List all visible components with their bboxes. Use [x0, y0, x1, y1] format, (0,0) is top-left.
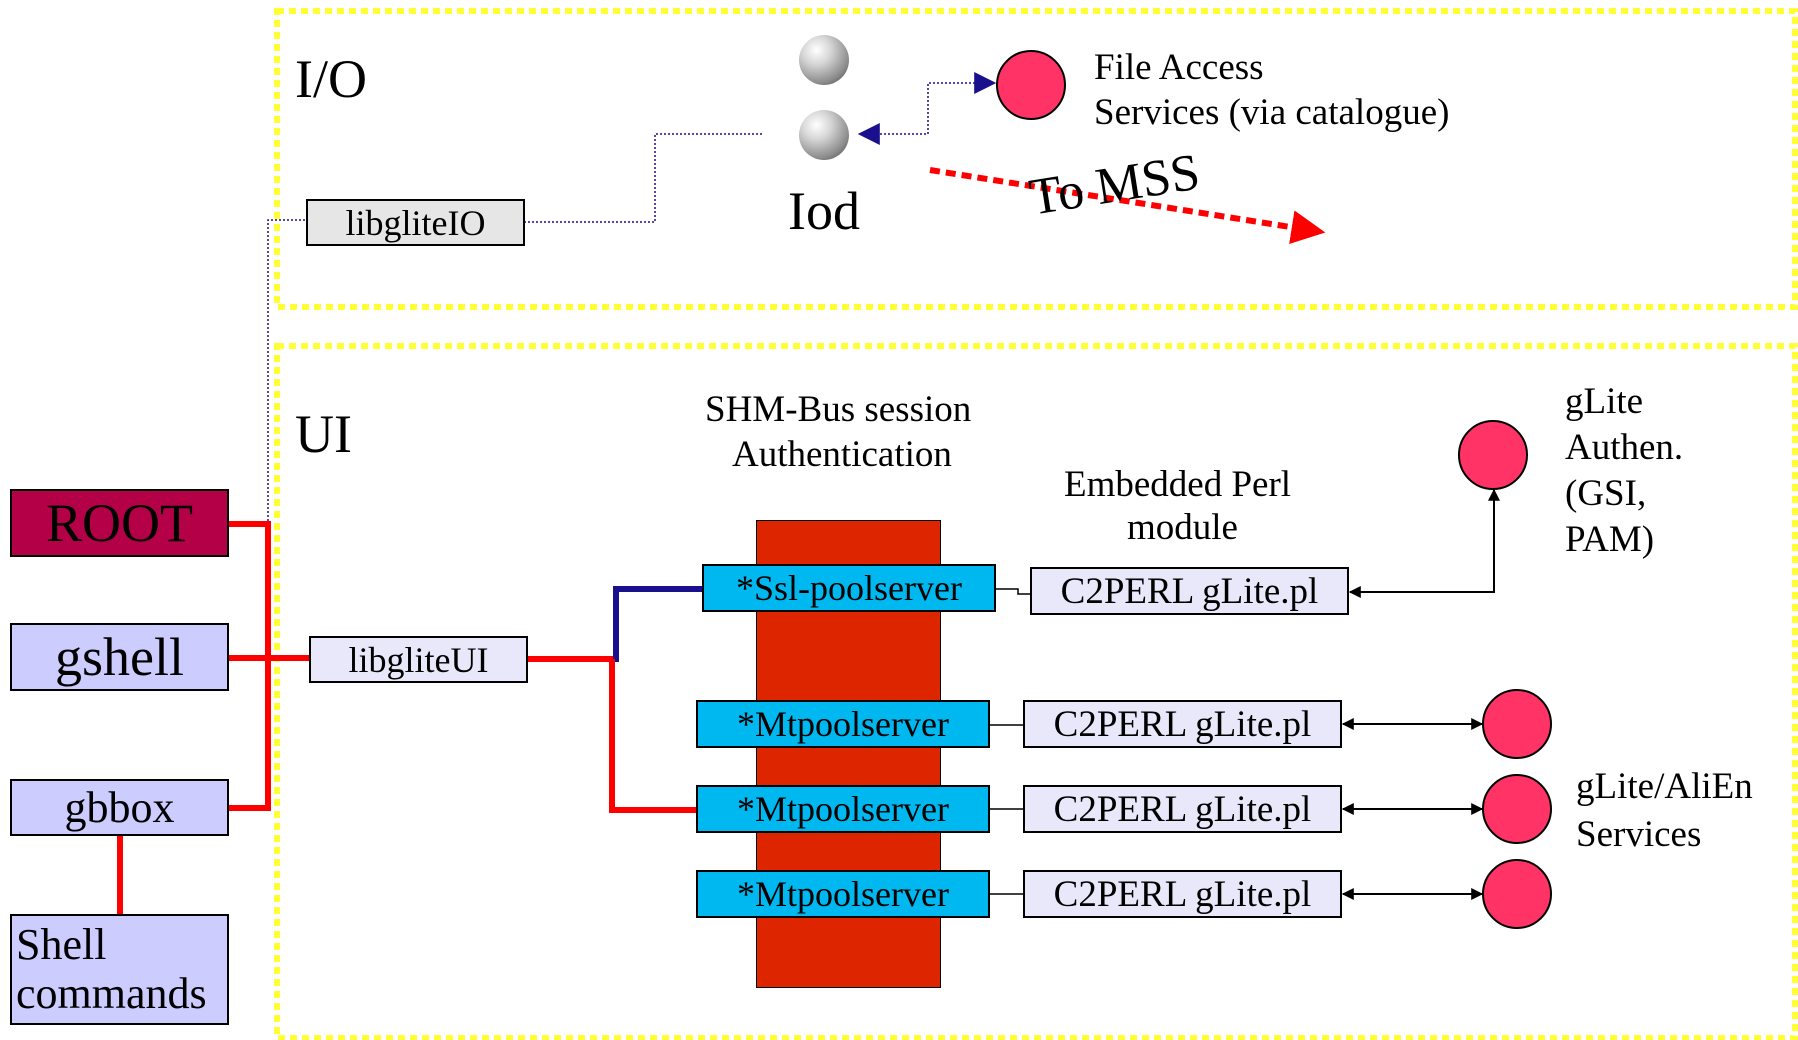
iod-to-file-access-link	[857, 72, 997, 145]
ui-panel	[274, 343, 1798, 1040]
iod-upper-sphere	[799, 35, 849, 85]
perl-module-box-auth: C2PERL gLite.pl	[1030, 567, 1349, 615]
mtpoolserver-box-1: *Mtpoolserver	[696, 700, 990, 748]
ssl-poolserver-box: *Ssl-poolserver	[702, 564, 996, 612]
libgliteio-box: libgliteIO	[306, 199, 525, 246]
ui-panel-title: UI	[295, 404, 352, 464]
to-mss-arrow	[929, 167, 1326, 245]
mtpoolserver-box-3: *Mtpoolserver	[696, 870, 990, 918]
file-access-label-line1: File Access	[1094, 47, 1264, 88]
embedded-perl-label-line1: Embedded Perl	[1064, 464, 1292, 505]
embedded-perl-label-line2: module	[1127, 507, 1238, 548]
alien-service-node-2	[1482, 774, 1552, 844]
iod-label: Iod	[788, 181, 860, 241]
perl-module-box-1: C2PERL gLite.pl	[1023, 700, 1342, 748]
auth-label-line4: PAM)	[1565, 519, 1655, 560]
file-access-node	[996, 50, 1066, 120]
gshell-client-box: gshell	[10, 623, 229, 691]
services-label-line1: gLite/AliEn	[1576, 766, 1753, 807]
perl-module-box-2: C2PERL gLite.pl	[1023, 785, 1342, 833]
mtpoolserver-box-2: *Mtpoolserver	[696, 785, 990, 833]
libgliteio-to-iod-link	[524, 133, 762, 223]
auth-label-line1: gLite	[1565, 381, 1644, 422]
auth-label-line2: Authen.	[1565, 427, 1684, 468]
file-access-label-line2: Services (via catalogue)	[1094, 92, 1450, 133]
alien-service-node-1	[1482, 689, 1552, 759]
services-label-line2: Services	[1576, 814, 1702, 855]
shm-bus-label-line2: Authentication	[732, 434, 952, 475]
auth-service-node	[1458, 420, 1528, 490]
alien-service-node-3	[1482, 859, 1552, 929]
libgliteui-box: libgliteUI	[309, 636, 528, 683]
shell-commands-box: Shell commands	[10, 914, 229, 1025]
iod-lower-sphere	[799, 110, 849, 160]
root-to-libgliteio-link	[263, 219, 308, 525]
ssl-server-link	[613, 586, 702, 662]
root-client-box: ROOT	[10, 489, 229, 557]
perl-module-box-3: C2PERL gLite.pl	[1023, 870, 1342, 918]
io-panel	[274, 8, 1798, 310]
io-panel-title: I/O	[295, 49, 367, 109]
shell-commands-line2: commands	[16, 968, 207, 1018]
shm-bus-label-line1: SHM-Bus session	[705, 389, 972, 430]
ssl-to-perl-link	[996, 588, 1032, 595]
root-link	[228, 521, 271, 811]
auth-label-line3: (GSI,	[1565, 473, 1647, 514]
perl-to-auth-link	[1348, 488, 1500, 598]
mtpool-server-link	[609, 659, 698, 813]
gbbox-client-box: gbbox	[10, 779, 229, 836]
shell-commands-line1: Shell	[16, 920, 107, 970]
